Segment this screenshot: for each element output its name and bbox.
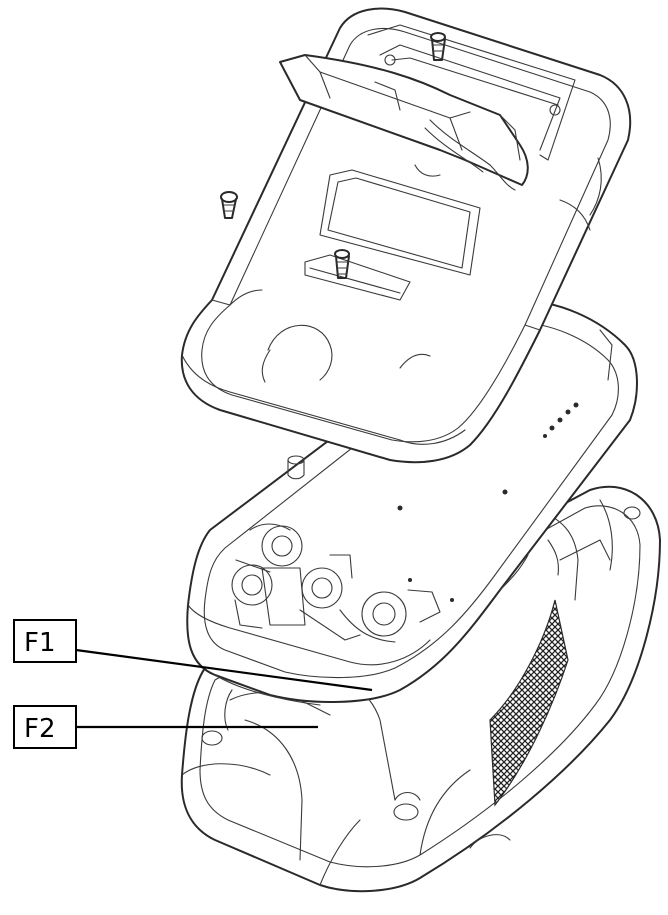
screw-left <box>220 191 238 219</box>
input-jacks <box>231 523 441 643</box>
callout-f1-box <box>13 619 77 663</box>
callout-f2-box <box>13 705 77 749</box>
callout-f1-leader <box>75 648 373 692</box>
screw-center <box>334 249 350 279</box>
screw-top <box>430 32 446 61</box>
middle-frame-pcb <box>186 299 638 706</box>
callout-f1-label: F1 <box>24 628 56 658</box>
callout-f2-label: F2 <box>24 714 56 744</box>
top-cover <box>180 7 632 464</box>
callout-f1: F1 <box>13 619 373 692</box>
callout-f2: F2 <box>13 705 318 749</box>
bottom-housing <box>180 485 661 893</box>
